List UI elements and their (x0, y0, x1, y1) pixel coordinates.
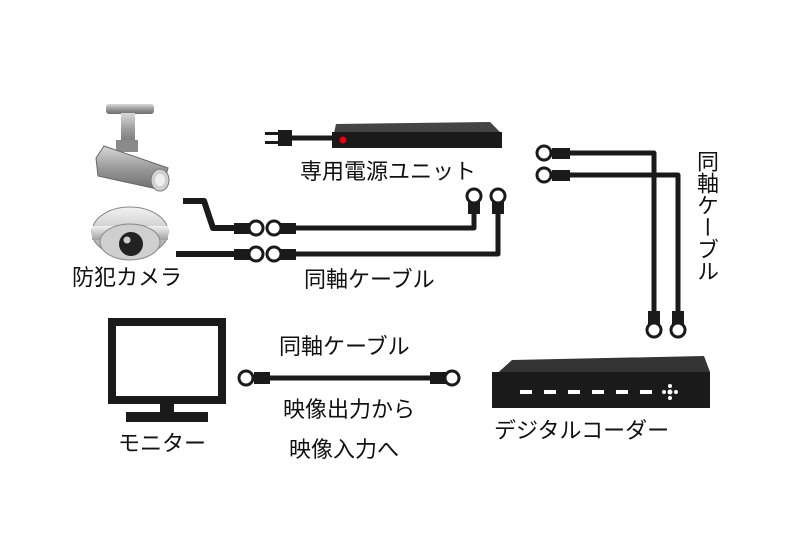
coax-cable-vertical (535, 144, 687, 339)
dome-camera-icon (91, 206, 169, 261)
monitor-label: モニター (118, 432, 207, 457)
monitor-icon (108, 318, 226, 422)
coax-cable-camera (296, 187, 507, 257)
power-plug-icon (265, 130, 334, 146)
video-in-label: 映像入力へ (289, 438, 400, 463)
coax-camera-label: 同軸ケーブル (304, 268, 435, 293)
video-out-label: 映像出力から (283, 398, 416, 423)
coax-vertical-label: 同軸ケーブル (693, 150, 718, 282)
coax-cable-monitor (237, 369, 461, 387)
security-camera-icon (95, 104, 170, 192)
power-unit-icon (332, 122, 502, 148)
camera-cables (176, 198, 238, 257)
camera-label: 防犯カメラ (72, 266, 183, 291)
coax-monitor-label: 同軸ケーブル (279, 335, 410, 360)
coax-connector-icon (234, 219, 296, 263)
power-unit-label: 専用電源ユニット (300, 160, 477, 185)
recorder-icon (492, 356, 710, 408)
recorder-label: デジタルコーダー (494, 419, 670, 444)
